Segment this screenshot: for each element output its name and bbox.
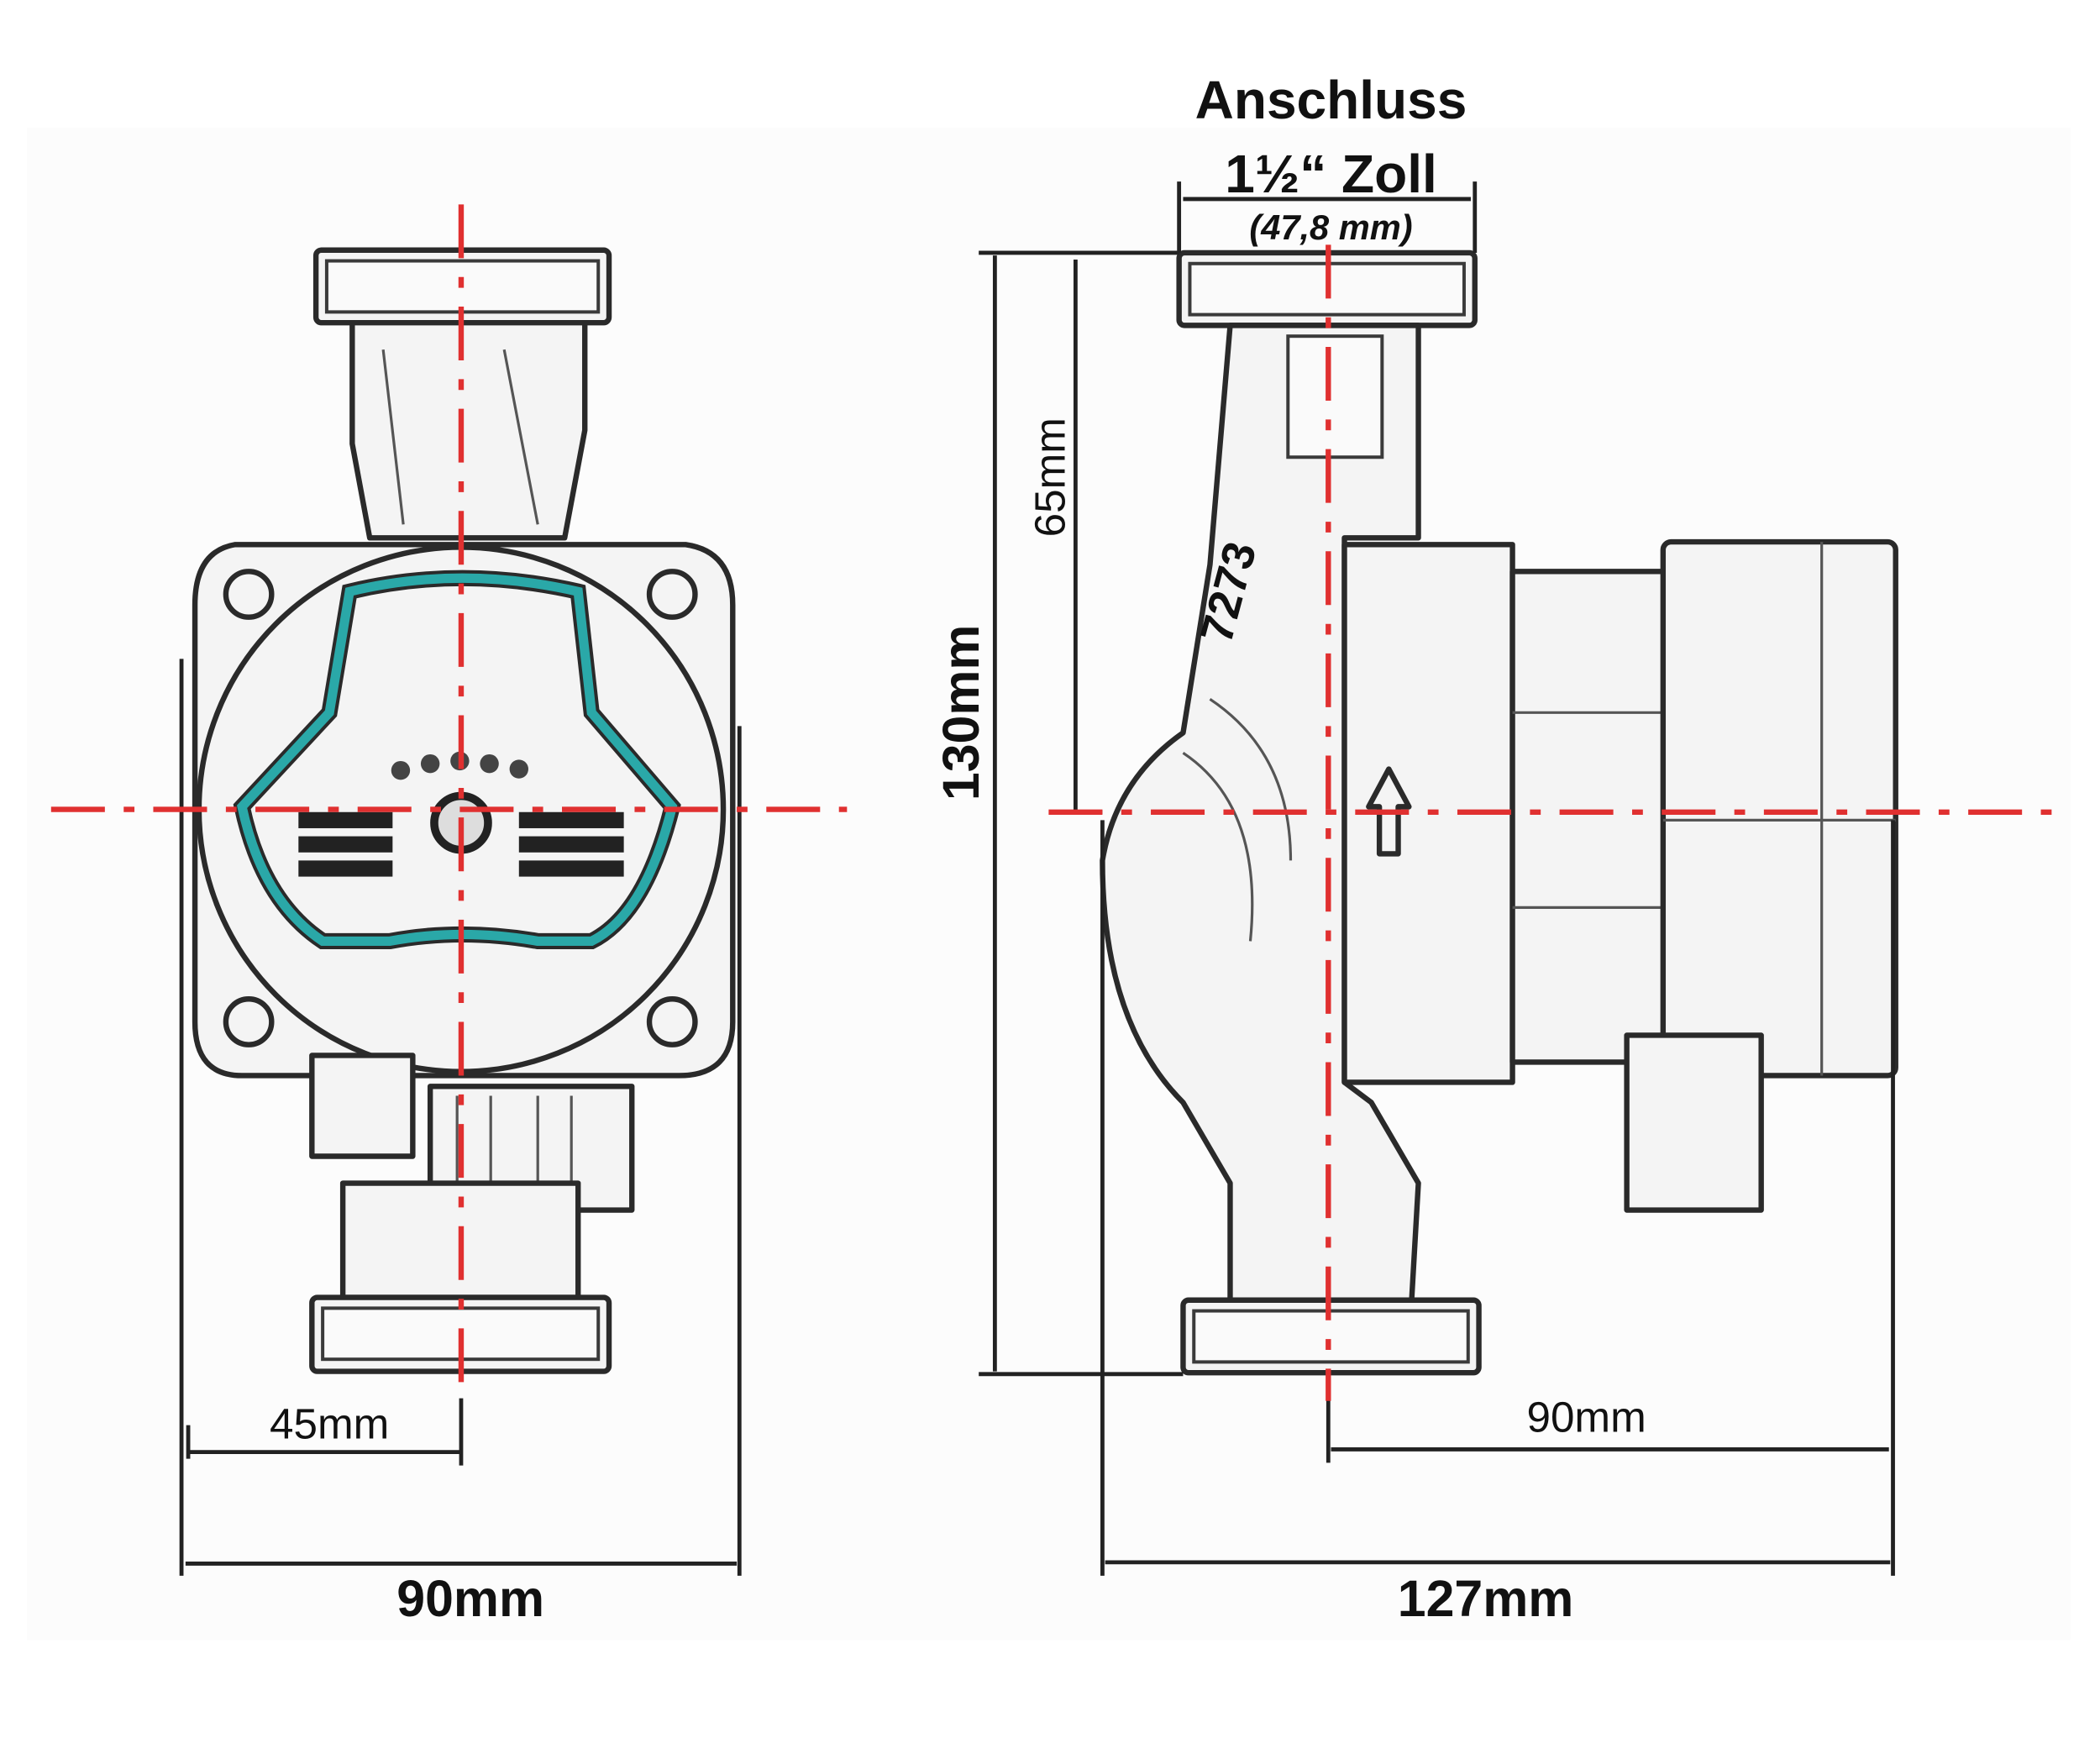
bolt-icon bbox=[646, 569, 698, 620]
half-width-label: 45mm bbox=[270, 1400, 389, 1448]
connection-dimension-line bbox=[1177, 181, 1478, 253]
depth-dimension-line bbox=[1100, 820, 1895, 1576]
inlet-port bbox=[1286, 334, 1384, 459]
mounting-bolts bbox=[223, 569, 698, 1047]
can-ribs bbox=[1662, 542, 1896, 1076]
bolt-icon bbox=[646, 996, 698, 1047]
height-label: 130mm bbox=[932, 625, 990, 801]
half-width-dimension-line bbox=[186, 1398, 464, 1466]
terminal-box bbox=[1624, 1032, 1764, 1213]
connection-size: 1½“ Zoll bbox=[1225, 144, 1437, 204]
depth-label: 127mm bbox=[1398, 1570, 1574, 1627]
bolt-icon bbox=[223, 569, 275, 620]
mode-labels-left bbox=[298, 811, 393, 877]
mode-labels-right bbox=[518, 811, 624, 877]
motor-depth-label: 90mm bbox=[1526, 1394, 1646, 1441]
cable-gland bbox=[309, 1053, 416, 1159]
width-label: 90mm bbox=[396, 1570, 544, 1627]
terminal-ribs bbox=[455, 1095, 573, 1204]
connection-size-mm: (47,8 mm) bbox=[1249, 207, 1412, 247]
motor-stator bbox=[1509, 569, 1670, 1065]
neck-ribs bbox=[381, 349, 539, 525]
front-dimensions: 45mm 90mm bbox=[179, 659, 742, 1627]
stator-ribs bbox=[1512, 711, 1667, 910]
motor-depth-dimension-line bbox=[1326, 1398, 1889, 1463]
top-neck bbox=[349, 319, 588, 541]
volute-ribs bbox=[1182, 697, 1293, 942]
connection-title: Anschluss bbox=[1195, 70, 1467, 130]
half-height-label: 65mm bbox=[1026, 417, 1074, 537]
teal-accent-ring bbox=[237, 573, 678, 947]
side-dimensions: Anschluss 1½“ Zoll (47,8 mm) 130mm 65mm … bbox=[932, 70, 1895, 1627]
height-dimension-line bbox=[979, 250, 1184, 1377]
bolt-icon bbox=[223, 996, 275, 1047]
front-view bbox=[192, 247, 736, 1374]
motor-can bbox=[1660, 538, 1898, 1079]
